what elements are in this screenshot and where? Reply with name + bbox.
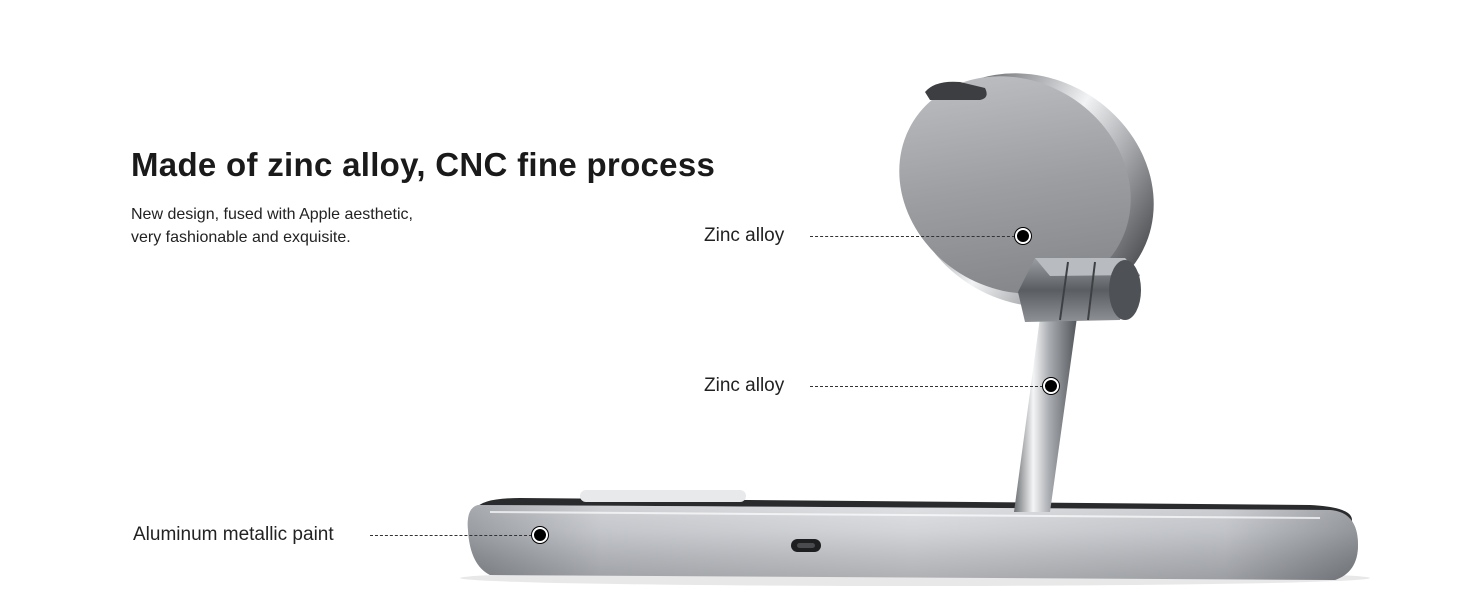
callout-dot-disc — [1015, 228, 1031, 244]
callout-dot-pole — [1043, 378, 1059, 394]
callout-label-pole: Zinc alloy — [704, 375, 785, 396]
callout-leader-base — [370, 535, 532, 536]
callout-dot-base — [532, 527, 548, 543]
callout-label-disc: Zinc alloy — [704, 225, 785, 246]
description-line-2: very fashionable and exquisite. — [131, 229, 351, 246]
callout-label-base: Aluminum metallic paint — [133, 524, 334, 545]
description-line-1: New design, fused with Apple aesthetic, — [131, 206, 413, 223]
callout-leader-disc — [810, 236, 1015, 237]
description: New design, fused with Apple aesthetic, … — [131, 203, 413, 249]
callout-leader-pole — [810, 386, 1043, 387]
headline: Made of zinc alloy, CNC fine process — [131, 146, 716, 183]
